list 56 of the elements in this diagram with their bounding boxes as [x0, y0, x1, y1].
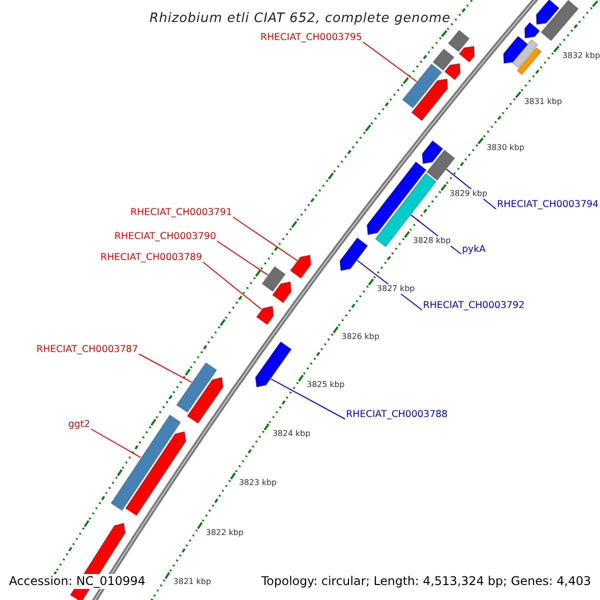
- gene-block: [516, 47, 542, 76]
- leader-line: [216, 240, 268, 276]
- gene-label: RHECIAT_CH0003791: [130, 207, 232, 219]
- gene-label: RHECIAT_CH0003794: [497, 199, 599, 211]
- gene-block: [422, 140, 444, 164]
- scale-label: 3827 kbp: [376, 284, 416, 294]
- gene-block: [540, 0, 579, 42]
- gene-block: [339, 237, 368, 272]
- gene-block: [272, 281, 292, 304]
- scale-label: 3831 kbp: [523, 96, 563, 107]
- gene-block: [186, 376, 224, 424]
- gene-block: [402, 63, 442, 108]
- gene-label: RHECIAT_CH0003789: [100, 252, 202, 264]
- scale-label: 3830 kbp: [486, 142, 526, 153]
- scale-label: 3822 kbp: [204, 528, 245, 538]
- scale-label: 3821 kbp: [172, 577, 212, 588]
- map-title: Rhizobium etli CIAT 652, complete genome: [150, 10, 450, 28]
- gene-block: [110, 414, 182, 511]
- gene-block: [290, 254, 312, 279]
- gene-block: [503, 36, 529, 64]
- gene-label: RHECIAT_CH0003787: [36, 344, 138, 356]
- gene-label: RHECIAT_CH0003788: [346, 409, 448, 421]
- scale-label: 3825 kbp: [306, 380, 346, 390]
- gene-block: [256, 306, 274, 326]
- gene-label: ggt2: [68, 419, 90, 431]
- leader-line: [362, 42, 418, 82]
- scale-label: 3824 kbp: [272, 428, 312, 439]
- gene-block: [176, 362, 218, 413]
- scale-label: 3829 kbp: [448, 189, 488, 200]
- gene-block: [536, 0, 560, 25]
- gene-block: [411, 78, 448, 122]
- gene-label: RHECIAT_CH0003790: [114, 231, 216, 243]
- scale-label: 3823 kbp: [238, 478, 278, 488]
- gene-label: RHECIAT_CH0003795: [260, 32, 362, 44]
- leader-line: [270, 378, 346, 420]
- gene-label: pykA: [462, 244, 486, 256]
- scale-label: 3826 kbp: [340, 332, 380, 342]
- gene-label: RHECIAT_CH0003792: [423, 300, 525, 312]
- leader-line: [232, 216, 298, 262]
- gene-block: [458, 46, 475, 63]
- gene-block: [374, 172, 437, 248]
- accession-text: Accession: NC_010994: [9, 574, 146, 589]
- gene-block: [254, 341, 292, 388]
- gene-block: [366, 161, 427, 236]
- gene-block: [432, 48, 454, 71]
- scale-label: 3832 kbp: [561, 50, 600, 61]
- gene-block: [448, 30, 470, 52]
- leader-line: [202, 262, 262, 310]
- leader-line: [138, 354, 192, 383]
- scale-label: 3828 kbp: [412, 236, 452, 246]
- gene-block: [125, 431, 186, 516]
- genome-stats: Topology: circular; Length: 4,513,324 bp; Genes: 4,403: [261, 574, 591, 589]
- gene-block: [426, 150, 456, 181]
- gene-block: [512, 39, 538, 68]
- leader-line: [90, 428, 142, 458]
- gene-block: [262, 266, 286, 292]
